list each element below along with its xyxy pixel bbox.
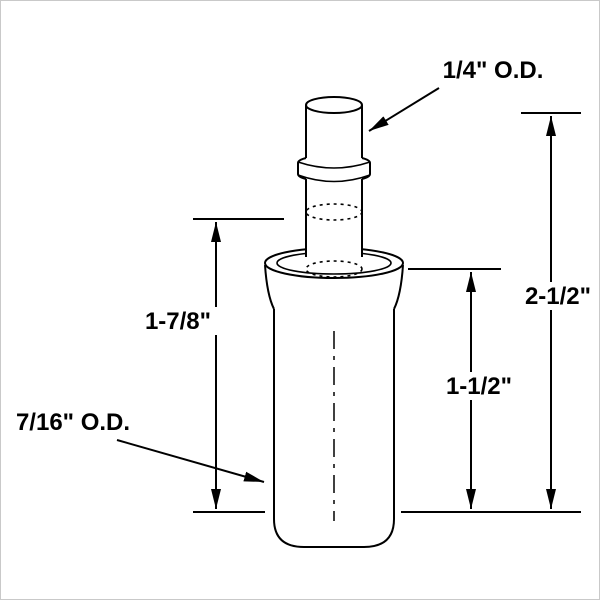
- leader-body-od: 7/16" O.D.: [16, 409, 265, 483]
- cap-flange: [264, 247, 404, 310]
- collar-ring: [297, 157, 371, 183]
- hidden-inner-edge: [305, 203, 363, 221]
- part-outline: [264, 96, 404, 548]
- dimension-body-length: 1-1/2": [408, 268, 524, 509]
- dimension-upper-length: 1-7/8": [127, 218, 284, 513]
- leader-top-od: 1/4" O.D.: [368, 57, 544, 132]
- label-top-od: 1/4" O.D.: [443, 57, 544, 84]
- leader-arrow-line: [368, 87, 440, 132]
- label-body-length: 1-1/2": [446, 373, 512, 400]
- leader-arrow-line: [116, 439, 265, 483]
- label-overall-height: 2-1/2": [525, 283, 591, 310]
- dimension-overall-height: 2-1/2": [401, 112, 599, 513]
- hidden-hole-edge: [305, 260, 363, 278]
- body-cylinder: [273, 309, 395, 548]
- label-upper-length: 1-7/8": [145, 308, 211, 335]
- label-body-od: 7/16" O.D.: [16, 409, 130, 436]
- top-tube: [297, 96, 371, 278]
